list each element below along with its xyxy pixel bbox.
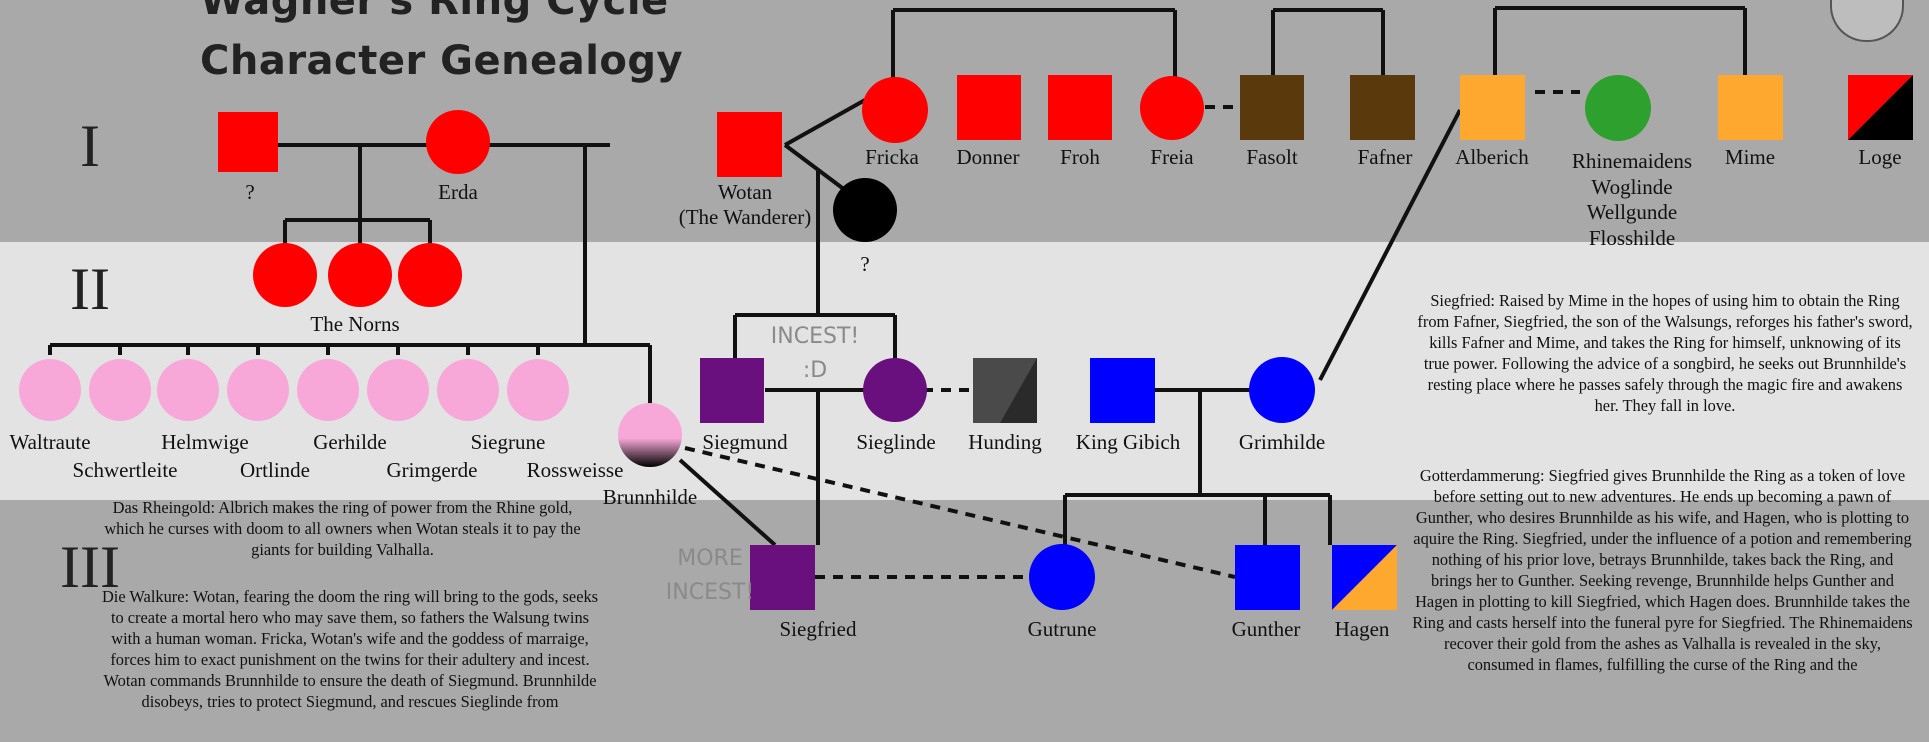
incest-stamp-line-2: :D bbox=[802, 358, 828, 383]
label-gutrune: Gutrune bbox=[1027, 617, 1097, 641]
label-gunther: Gunther bbox=[1231, 617, 1301, 641]
label-rhinemaidens: Rhinemaidens bbox=[1571, 149, 1693, 173]
label-fasolt: Fasolt bbox=[1246, 145, 1298, 169]
label-fafner: Fafner bbox=[1357, 145, 1413, 169]
label-grimgerde: Grimgerde bbox=[386, 458, 478, 482]
alberich-square bbox=[1460, 75, 1525, 140]
label-grimhilde: Grimhilde bbox=[1238, 430, 1326, 454]
label-brunnhilde: Brunnhilde bbox=[602, 485, 698, 509]
label-mime: Mime bbox=[1724, 145, 1776, 169]
label-siegfried: Siegfried bbox=[779, 617, 857, 641]
loge-square bbox=[1848, 75, 1913, 140]
label-ortlinde: Ortlinde bbox=[240, 458, 310, 482]
siegfried-square bbox=[750, 545, 815, 610]
fricka-circle bbox=[862, 77, 928, 143]
generation-label-3: III bbox=[60, 534, 120, 600]
froh-square bbox=[1048, 75, 1112, 140]
brunnhilde-circle bbox=[618, 403, 682, 467]
label-siegrune: Siegrune bbox=[470, 430, 546, 454]
label-alberich: Alberich bbox=[1455, 145, 1529, 169]
grimhilde-circle bbox=[1249, 357, 1315, 423]
note-gotterdammerung: Gotterdammerung: Siegfried gives Brunnhi… bbox=[1412, 466, 1913, 674]
incest-stamp: INCEST! :D bbox=[760, 320, 870, 388]
freia-circle bbox=[1140, 76, 1204, 140]
label-gerhilde: Gerhilde bbox=[313, 430, 387, 454]
rossweisse-circle bbox=[507, 359, 569, 421]
note-rheingold: Das Rheingold: Albrich makes the ring of… bbox=[104, 498, 581, 559]
label-hagen: Hagen bbox=[1334, 617, 1390, 641]
label-froh: Froh bbox=[1060, 145, 1100, 169]
gunther-square bbox=[1235, 545, 1300, 610]
unknown-father-square bbox=[218, 112, 278, 172]
label-rossweisse: Rossweisse bbox=[526, 458, 624, 482]
more-incest-stamp-line-1: MORE bbox=[677, 546, 743, 571]
norn-circle bbox=[328, 243, 392, 307]
generation-label-1: I bbox=[80, 113, 100, 179]
label-siegmund: Siegmund bbox=[702, 430, 788, 454]
label-flosshilde: Flosshilde bbox=[1588, 226, 1676, 250]
label-freia: Freia bbox=[1150, 145, 1194, 169]
generation-band-3 bbox=[0, 500, 1929, 742]
siegrune-circle bbox=[437, 359, 499, 421]
wotan-square bbox=[717, 112, 782, 177]
erda-circle bbox=[426, 110, 490, 174]
grimgerde-circle bbox=[367, 359, 429, 421]
label-loge: Loge bbox=[1858, 145, 1902, 169]
rhinemaidens-circle bbox=[1585, 75, 1651, 141]
incest-stamp-line-1: INCEST! bbox=[770, 324, 860, 349]
hunding-square bbox=[973, 358, 1037, 423]
generation-label-2: II bbox=[70, 256, 110, 322]
note-siegfried: Siegfried: Raised by Mime in the hopes o… bbox=[1417, 291, 1913, 415]
more-incest-stamp: MORE INCEST! bbox=[660, 542, 760, 610]
note-walkure: Die Walkure: Wotan, fearing the doom the… bbox=[101, 587, 599, 711]
waltraute-circle bbox=[19, 359, 81, 421]
king-gibich-square bbox=[1090, 358, 1155, 423]
ortlinde-circle bbox=[227, 359, 289, 421]
label-norns: The Norns bbox=[310, 312, 400, 336]
label-king-gibich: King Gibich bbox=[1075, 430, 1181, 454]
label-wotan-alias: (The Wanderer) bbox=[678, 205, 812, 229]
sieglinde-circle bbox=[863, 358, 927, 422]
label-erda: Erda bbox=[438, 180, 478, 204]
label-fricka: Fricka bbox=[865, 145, 919, 169]
siegmund-square bbox=[700, 358, 764, 423]
mime-square bbox=[1718, 75, 1783, 140]
label-sieglinde: Sieglinde bbox=[856, 430, 936, 454]
label-wellgunde: Wellgunde bbox=[1586, 200, 1678, 224]
title-line-1: Wagner's Ring Cycle bbox=[200, 0, 669, 24]
norn-circle bbox=[398, 243, 462, 307]
hagen-square bbox=[1332, 545, 1397, 610]
title-line-2: Character Genealogy bbox=[200, 38, 684, 84]
fasolt-square bbox=[1240, 75, 1304, 140]
unknown-mother-circle bbox=[833, 178, 897, 242]
label-hunding: Hunding bbox=[968, 430, 1042, 454]
more-incest-stamp-line-2: INCEST! bbox=[665, 580, 755, 605]
label-donner: Donner bbox=[956, 145, 1020, 169]
norn-circle bbox=[253, 243, 317, 307]
label-schwertleite: Schwertleite bbox=[72, 458, 178, 482]
label-wotan: Wotan bbox=[717, 180, 773, 204]
label-waltraute: Waltraute bbox=[9, 430, 91, 454]
label-helmwige: Helmwige bbox=[161, 430, 249, 454]
schwertleite-circle bbox=[89, 359, 151, 421]
gerhilde-circle bbox=[297, 359, 359, 421]
fafner-square bbox=[1350, 75, 1415, 140]
label-unknown-mother: ? bbox=[860, 252, 870, 276]
label-woglinde: Woglinde bbox=[1591, 175, 1673, 199]
helmwige-circle bbox=[157, 359, 219, 421]
donner-square bbox=[957, 75, 1021, 140]
gutrune-circle bbox=[1029, 544, 1095, 610]
label-unknown-father: ? bbox=[245, 180, 255, 204]
